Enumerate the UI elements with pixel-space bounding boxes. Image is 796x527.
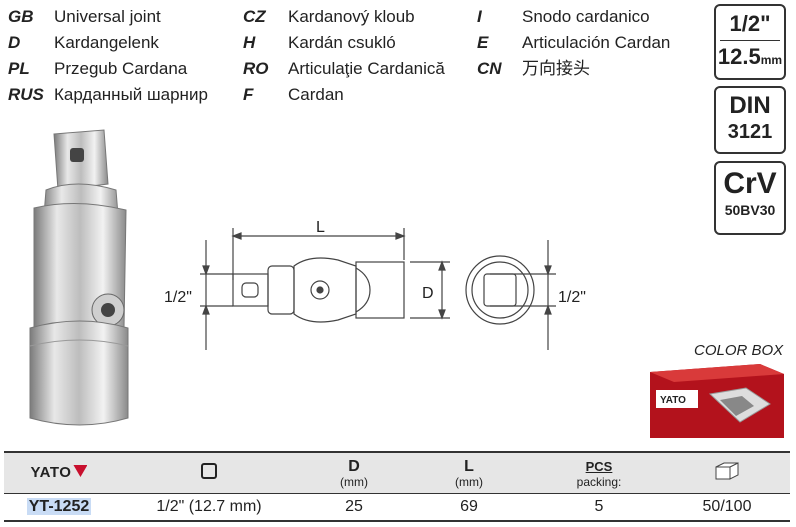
drive-size-inch: 1/2" bbox=[729, 11, 771, 36]
language-column-3: I Snodo cardanico E Articulación Cardan CN… bbox=[477, 4, 707, 82]
left-drive-label: 1/2" bbox=[164, 289, 192, 306]
lang-code: GB bbox=[8, 7, 34, 26]
material-grade: 50BV30 bbox=[724, 202, 776, 218]
lang-name: Kardanový kloub bbox=[288, 7, 415, 26]
square-drive-icon bbox=[201, 462, 217, 479]
yato-logo-icon bbox=[73, 465, 88, 477]
color-box-image: YATO bbox=[650, 364, 784, 438]
lang-name: Snodo cardanico bbox=[522, 7, 650, 26]
product-code-cell: YT-1252 bbox=[4, 493, 114, 522]
pcs-header-unit: packing: bbox=[576, 474, 622, 489]
color-box-label: COLOR BOX bbox=[694, 342, 784, 359]
drive-size-badge: 1/2" 12.5mm bbox=[714, 4, 786, 80]
size-cell: 1/2" (12.7 mm) bbox=[114, 493, 304, 522]
lang-code: I bbox=[477, 7, 482, 26]
lang-name: Articulación Cardan bbox=[522, 33, 671, 52]
box-cell: 50/100 bbox=[664, 493, 790, 522]
d-header-label: D bbox=[348, 457, 360, 475]
material-badge: CrV 50BV30 bbox=[714, 161, 786, 235]
lang-code: H bbox=[243, 33, 256, 52]
language-column-1: GB Universal joint D Kardangelenk PL Przegu… bbox=[8, 4, 238, 108]
end-view-circle bbox=[465, 255, 535, 325]
lang-name: 万向接头 bbox=[522, 59, 590, 78]
lang-code: F bbox=[243, 85, 254, 104]
drive-size-header bbox=[114, 451, 304, 494]
lang-name: Articulaţie Cardanică bbox=[288, 59, 445, 78]
pcs-cell: 5 bbox=[534, 493, 664, 522]
lang-code: CN bbox=[477, 59, 502, 78]
d-cell: 25 bbox=[304, 493, 404, 522]
lang-code: RO bbox=[243, 59, 269, 78]
d-header: D(mm) bbox=[304, 451, 404, 494]
lang-name: Universal joint bbox=[54, 7, 161, 26]
lang-name: Карданный шарнир bbox=[54, 85, 208, 104]
lang-code: E bbox=[477, 33, 489, 52]
l-header-unit: (mm) bbox=[455, 474, 483, 489]
l-header-label: L bbox=[464, 457, 474, 475]
pcs-header-label: PCS bbox=[585, 458, 613, 474]
box-brand: YATO bbox=[660, 395, 686, 406]
brand-header: YATO bbox=[4, 451, 114, 494]
left-square-drive bbox=[232, 273, 269, 307]
l-header: L(mm) bbox=[404, 451, 534, 494]
box-header bbox=[664, 451, 790, 494]
yato-logo: YATO bbox=[30, 464, 72, 481]
box-icon bbox=[715, 461, 739, 480]
product-code[interactable]: YT-1252 bbox=[26, 498, 92, 515]
lang-code: RUS bbox=[8, 85, 44, 104]
technical-drawing: L D 1/2" 1/2" bbox=[164, 219, 586, 350]
din-number: 3121 bbox=[727, 121, 773, 143]
lang-code: CZ bbox=[243, 7, 266, 26]
lang-name: Przegub Cardana bbox=[54, 59, 188, 78]
socket-end bbox=[355, 261, 405, 319]
drive-mm-unit: mm bbox=[760, 53, 783, 67]
lang-name: Kardán csukló bbox=[288, 33, 396, 52]
drive-size-mm: 12.5mm bbox=[716, 43, 784, 74]
din-badge: DIN 3121 bbox=[714, 86, 786, 154]
d-header-unit: (mm) bbox=[340, 474, 368, 489]
material-label: CrV bbox=[723, 167, 777, 200]
drive-mm-value: 12.5 bbox=[717, 44, 761, 69]
length-label: L bbox=[316, 219, 325, 236]
universal-joint-image bbox=[29, 129, 129, 426]
lang-name: Kardangelenk bbox=[54, 33, 159, 52]
lang-name: Cardan bbox=[288, 85, 344, 104]
table-row: YT-1252 1/2" (12.7 mm) 25 69 5 50/100 bbox=[4, 493, 790, 522]
lang-code: D bbox=[8, 33, 21, 52]
language-column-2: CZ Kardanový kloub H Kardán csukló RO Artic… bbox=[243, 4, 473, 108]
l-cell: 69 bbox=[404, 493, 534, 522]
din-label: DIN bbox=[729, 92, 771, 119]
diameter-label: D bbox=[422, 285, 434, 302]
lang-code: PL bbox=[8, 59, 30, 78]
right-drive-label: 1/2" bbox=[558, 289, 586, 306]
